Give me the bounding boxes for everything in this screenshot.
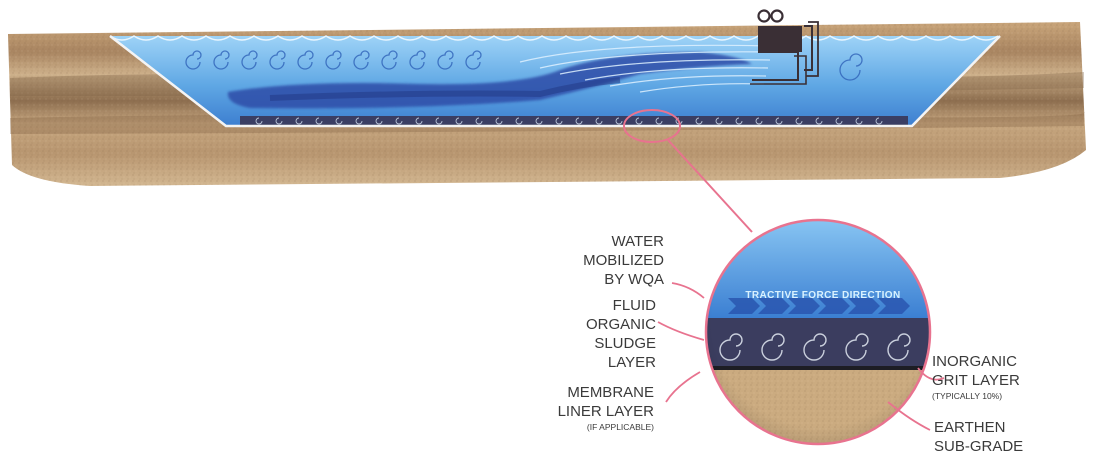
- tractive-force-label: TRACTIVE FORCE DIRECTION: [718, 290, 928, 301]
- label-water-mobilized: WATER MOBILIZED BY WQA: [540, 232, 664, 289]
- label-line: EARTHEN: [934, 418, 1074, 437]
- label-line: ORGANIC: [540, 315, 656, 334]
- label-line: SUB-GRADE: [934, 437, 1074, 456]
- label-note: (IF APPLICABLE): [520, 421, 654, 433]
- pointer-earthen: [888, 402, 930, 430]
- label-line: LINER LAYER: [520, 402, 654, 421]
- label-line: INORGANIC: [932, 352, 1082, 371]
- pointer-water: [672, 283, 704, 298]
- label-line: BY WQA: [540, 270, 664, 289]
- label-line: MOBILIZED: [540, 251, 664, 270]
- label-line: LAYER: [540, 353, 656, 372]
- label-line: MEMBRANE: [520, 383, 654, 402]
- label-earthen-subgrade: EARTHEN SUB-GRADE: [934, 418, 1074, 456]
- label-line: SLUDGE: [540, 334, 656, 353]
- label-line: WATER: [540, 232, 664, 251]
- label-grit-layer: INORGANIC GRIT LAYER (TYPICALLY 10%): [932, 352, 1082, 402]
- lagoon-water: [110, 36, 1000, 126]
- label-sludge-layer: FLUID ORGANIC SLUDGE LAYER: [540, 296, 656, 372]
- label-membrane-liner: MEMBRANE LINER LAYER (IF APPLICABLE): [520, 383, 654, 433]
- label-note: (TYPICALLY 10%): [932, 390, 1082, 402]
- label-line: FLUID: [540, 296, 656, 315]
- pointer-sludge: [658, 322, 704, 340]
- pointer-membrane: [666, 372, 700, 402]
- label-line: GRIT LAYER: [932, 371, 1082, 390]
